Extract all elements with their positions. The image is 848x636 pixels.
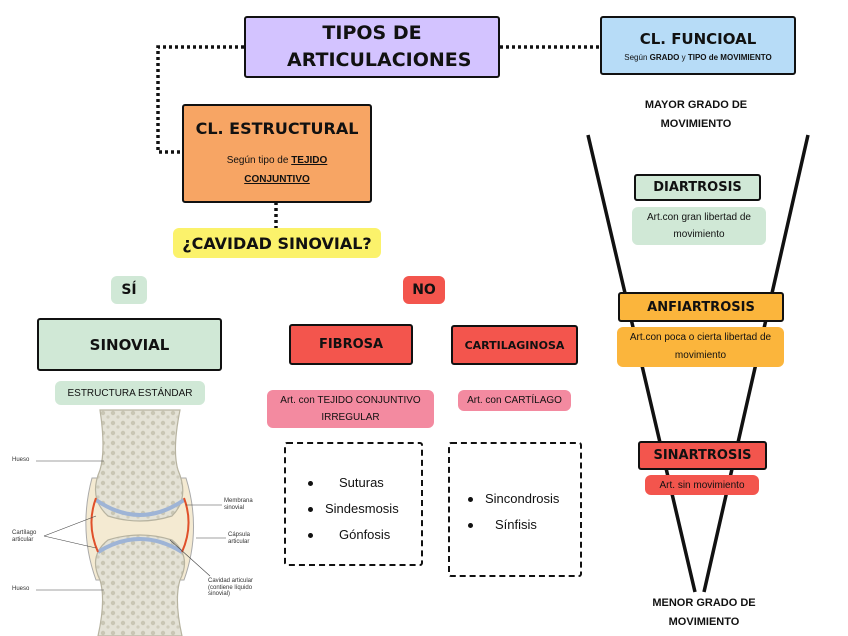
- fibrous-examples-box: Suturas Sindesmosis Gónfosis: [284, 442, 423, 566]
- structural-class-box: CL. ESTRUCTURAL Según tipo de TEJIDO CON…: [182, 104, 372, 203]
- label-bone-bottom: Hueso: [12, 586, 30, 592]
- synovial-box: SINOVIAL: [37, 318, 222, 371]
- fibrous-box: FIBROSA: [289, 324, 413, 365]
- title-to-structural-connector: [156, 45, 244, 154]
- subtitle-connector: y: [679, 52, 688, 62]
- synarthrosis-desc: Art. sin movimiento: [645, 475, 759, 495]
- synarthrosis-box: SINARTROSIS: [638, 441, 767, 470]
- synovial-desc: ESTRUCTURA ESTÁNDAR: [55, 381, 205, 405]
- label-cavity: Cavidad articular (contiene líquido sino…: [208, 578, 254, 598]
- structural-subtitle-prefix: Según tipo de: [226, 154, 292, 166]
- subtitle-prefix: Según: [624, 52, 650, 62]
- cartilaginous-examples-box: Sincondrosis Sínfisis: [448, 442, 582, 577]
- leader-lines: [36, 460, 226, 591]
- label-cartilage: Cartílago articular: [12, 530, 37, 543]
- bullet: [468, 496, 473, 502]
- bullet: [308, 480, 313, 486]
- structural-class-title: CL. ESTRUCTURAL: [195, 118, 359, 138]
- fibrous-desc: Art. con TEJIDO CONJUNTIVO IRREGULAR: [267, 390, 434, 428]
- cartilaginous-desc: Art. con CARTÍLAGO: [458, 390, 571, 411]
- top-movement-label: MAYOR GRADO DE MOVIMIENTO: [644, 99, 748, 130]
- cartilaginous-item-text: Sínfisis: [495, 517, 537, 532]
- label-bone-top: Hueso: [12, 457, 30, 463]
- bullet: [308, 532, 313, 538]
- amphiarthrosis-box: ANFIARTROSIS: [618, 292, 784, 322]
- upper-cartilage: [94, 498, 186, 517]
- fibrous-item: Suturas: [308, 470, 399, 496]
- diarthrosis-box: DIARTROSIS: [634, 174, 761, 201]
- diarthrosis-desc: Art.con gran libertad de movimiento: [632, 207, 766, 245]
- lower-cartilage: [96, 537, 184, 554]
- amphiarthrosis-desc: Art.con poca o cierta libertad de movimi…: [617, 327, 784, 367]
- bullet: [308, 506, 313, 512]
- label-membrane: Membrana sinovial: [224, 498, 253, 511]
- cartilaginous-item-text: Sincondrosis: [485, 491, 560, 506]
- fibrous-item-text: Sindesmosis: [325, 501, 399, 516]
- label-capsule: Cápsula articular: [228, 532, 251, 545]
- bullet: [468, 522, 473, 528]
- fibrous-item: Sindesmosis: [308, 496, 399, 522]
- fibrous-item: Gónfosis: [308, 522, 399, 548]
- functional-class-title: CL. FUNCIOAL: [639, 29, 757, 48]
- functional-class-subtitle: Según GRADO y TIPO de MOVIMIENTO: [624, 53, 771, 62]
- cartilaginous-box: CARTILAGINOSA: [451, 325, 578, 365]
- upper-bone-shape: [94, 409, 184, 522]
- fibrous-item-text: Suturas: [339, 475, 384, 490]
- title-box: TIPOS DE ARTICULACIONES: [244, 16, 500, 78]
- synovial-membrane-left: [90, 497, 99, 553]
- lower-bone-shape: [94, 534, 186, 636]
- structural-subtitle-underlined: TEJIDO CONJUNTIVO: [244, 154, 328, 185]
- subtitle-bold-grado: GRADO: [649, 52, 680, 62]
- fibrous-list: Suturas Sindesmosis Gónfosis: [308, 470, 399, 548]
- title-text: TIPOS DE ARTICULACIONES: [287, 22, 472, 71]
- fibrous-item-text: Gónfosis: [339, 527, 391, 542]
- bottom-movement-label: MENOR GRADO DE MOVIMIENTO: [652, 597, 756, 628]
- no-badge: NO: [403, 276, 445, 304]
- subtitle-bold-tipo: TIPO de MOVIMIENTO: [687, 52, 772, 62]
- cartilaginous-list: Sincondrosis Sínfisis: [468, 486, 559, 538]
- yes-badge: SÍ: [111, 276, 147, 304]
- synovial-membrane-right: [181, 497, 190, 553]
- cartilaginous-item: Sincondrosis: [468, 486, 559, 512]
- structural-class-subtitle: Según tipo de TEJIDO CONJUNTIVO: [207, 151, 347, 189]
- synovial-cavity-question: ¿CAVIDAD SINOVIAL?: [173, 228, 381, 258]
- cartilaginous-item: Sínfisis: [468, 512, 559, 538]
- functional-class-box: CL. FUNCIOAL Según GRADO y TIPO de MOVIM…: [600, 16, 796, 75]
